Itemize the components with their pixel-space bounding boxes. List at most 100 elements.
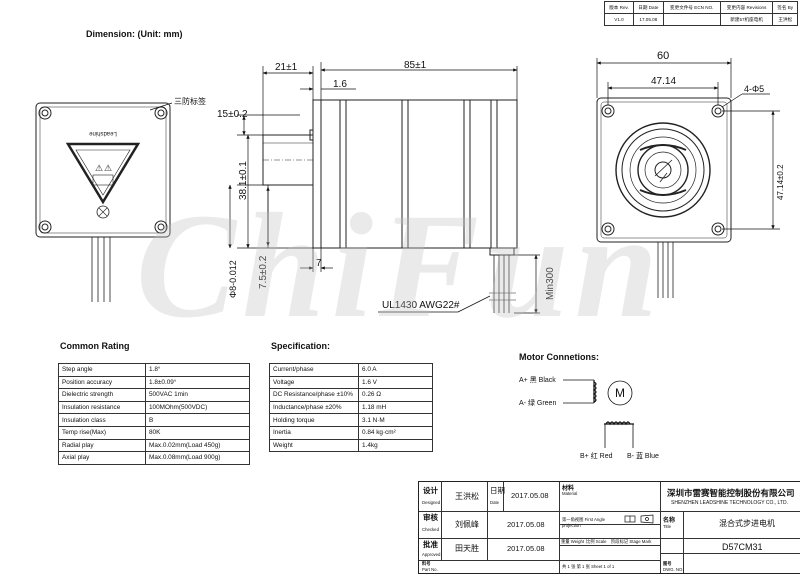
svg-text:Leadshine: Leadshine: [88, 130, 116, 136]
rev-cell: 新建57机座电机: [719, 13, 774, 26]
dim-wire: UL1430 AWG22#: [382, 300, 460, 311]
approved-en: Approved: [422, 552, 441, 557]
spec-row: DC Resistance/phase ±10%0.26 Ω: [269, 388, 433, 402]
svg-text:⚠: ⚠: [95, 163, 103, 173]
rear-view: Leadshine ⚠ ⚠: [35, 102, 171, 302]
designer-name: 王洪松: [455, 492, 479, 501]
spec-label-cell: DC Resistance/phase ±10%: [269, 388, 359, 402]
common-rating-title: Common Rating: [60, 341, 130, 351]
rev-cell: 17.05.08: [633, 13, 664, 26]
dwg-cn: 图号: [663, 561, 672, 566]
spec-label-cell: Voltage: [269, 375, 359, 390]
material-en: Material: [562, 491, 578, 496]
spec-value-cell: 1.6 V: [358, 375, 433, 390]
title-cn: 名称: [663, 518, 676, 524]
wire-a-plus: A+ 黑 Black: [519, 377, 556, 384]
designed-en: Designed: [422, 500, 441, 505]
weight-label: 重量 Weight: [561, 539, 585, 544]
projection-label: 第一角视图 First Angle projection: [562, 517, 605, 528]
connection-diagram: M: [563, 379, 634, 448]
date-2: 2017.05.08: [507, 520, 545, 529]
spec-value-cell: 6.0 A: [358, 363, 433, 377]
spec-label-cell: Axial play: [58, 451, 146, 465]
dim-47-14: 47.14: [651, 76, 676, 87]
approved-cn: 批准: [423, 540, 438, 549]
date-en: Date: [490, 500, 500, 505]
dim-21: 21±1: [275, 62, 298, 73]
dimension-title: Dimension: (Unit: mm): [86, 29, 183, 39]
designed-cn: 设计: [423, 486, 438, 495]
revision-row: V1.0 17.05.08 新建57机座电机 王洪松: [604, 13, 798, 26]
svg-text:⚠: ⚠: [104, 163, 112, 173]
spec-label-cell: Step angle: [58, 363, 146, 377]
wire-a-minus: A- 绿 Green: [519, 400, 557, 407]
specification-title: Specification:: [271, 341, 331, 351]
revision-header-row: 版本 Rev. 日期 Date 变更文件号 ECN NO. 变更内容 Revis…: [604, 1, 798, 14]
date-cn: 日期: [490, 486, 505, 495]
spec-label-cell: Dielectric strength: [58, 388, 146, 402]
front-dimensions: [596, 58, 780, 230]
dim-7: 7: [316, 258, 322, 269]
spec-label-cell: Inertia: [269, 425, 359, 440]
projection-symbol-icon: [624, 514, 654, 524]
spec-label-cell: Insulation class: [58, 413, 146, 427]
spec-value-cell: B: [145, 413, 250, 427]
part-cn: 料号: [422, 561, 431, 566]
stage-label: 阶段标记 Stage Mark: [611, 539, 652, 544]
dim-1-6: 1.6: [333, 79, 347, 90]
dim-7-5: 7.5±0.2: [258, 255, 269, 289]
company-name-cn: 深圳市雷赛智能控制股份有限公司: [667, 488, 795, 498]
spec-row: Temp rise(Max)80K: [58, 425, 250, 440]
spec-label-cell: Radial play: [58, 438, 146, 453]
spec-label-cell: Temp rise(Max): [58, 425, 146, 440]
checker-name: 刘佩峰: [455, 520, 479, 529]
scale-label: 比例 Scale: [586, 539, 607, 544]
material-cn: 材料: [562, 486, 575, 492]
dim-47-14-v: 47.14±0.2: [776, 164, 785, 200]
company-name-en: SHENZHEN LEADSHINE TECHNOLOGY CO., LTD.: [671, 500, 788, 506]
spec-label-cell: Weight: [269, 438, 359, 453]
approver-name: 田天胜: [455, 544, 479, 553]
motor-connections-title: Motor Connetions:: [519, 352, 599, 362]
spec-value-cell: 0.26 Ω: [358, 388, 433, 402]
dim-85: 85±1: [404, 60, 427, 71]
side-dimensions: [228, 62, 540, 314]
spec-value-cell: 1.8°: [145, 363, 250, 377]
spec-label-cell: Position accuracy: [58, 375, 146, 390]
date-3: 2017.05.08: [507, 544, 545, 553]
sheet-label: 共 1 张 第 1 张 Sheet 1 of 1: [562, 564, 615, 569]
spec-value-cell: 0.84 kg·cm²: [358, 425, 433, 440]
product-title: 混合式步进电机: [719, 519, 775, 528]
rev-cell: V1.0: [604, 13, 634, 26]
spec-label-cell: Current/phase: [269, 363, 359, 377]
spec-value-cell: Max.0.08mm(Load 900g): [145, 451, 250, 465]
spec-value-cell: 3.1 N·M: [358, 413, 433, 427]
side-view: [262, 99, 518, 313]
rev-cell: [662, 13, 721, 26]
spec-value-cell: 1.8±0.09°: [145, 375, 250, 390]
spec-value-cell: 1.18 mH: [358, 400, 433, 415]
dim-holes: 4-Φ5: [744, 84, 764, 94]
spec-value-cell: 500VAC 1min: [145, 388, 250, 402]
dim-38: 38.1±0.1: [238, 161, 249, 200]
spec-value-cell: 100MOhm(500VDC): [145, 400, 250, 415]
checked-cn: 审核: [423, 513, 438, 522]
dim-min300: Min300: [545, 267, 556, 300]
anti-label-text: 三防标签: [174, 96, 206, 106]
anti-label-leader: [149, 102, 173, 111]
front-view: [596, 97, 732, 298]
model-number: D57CM31: [722, 542, 763, 552]
motor-symbol: M: [615, 386, 625, 400]
dim-60: 60: [657, 50, 669, 62]
